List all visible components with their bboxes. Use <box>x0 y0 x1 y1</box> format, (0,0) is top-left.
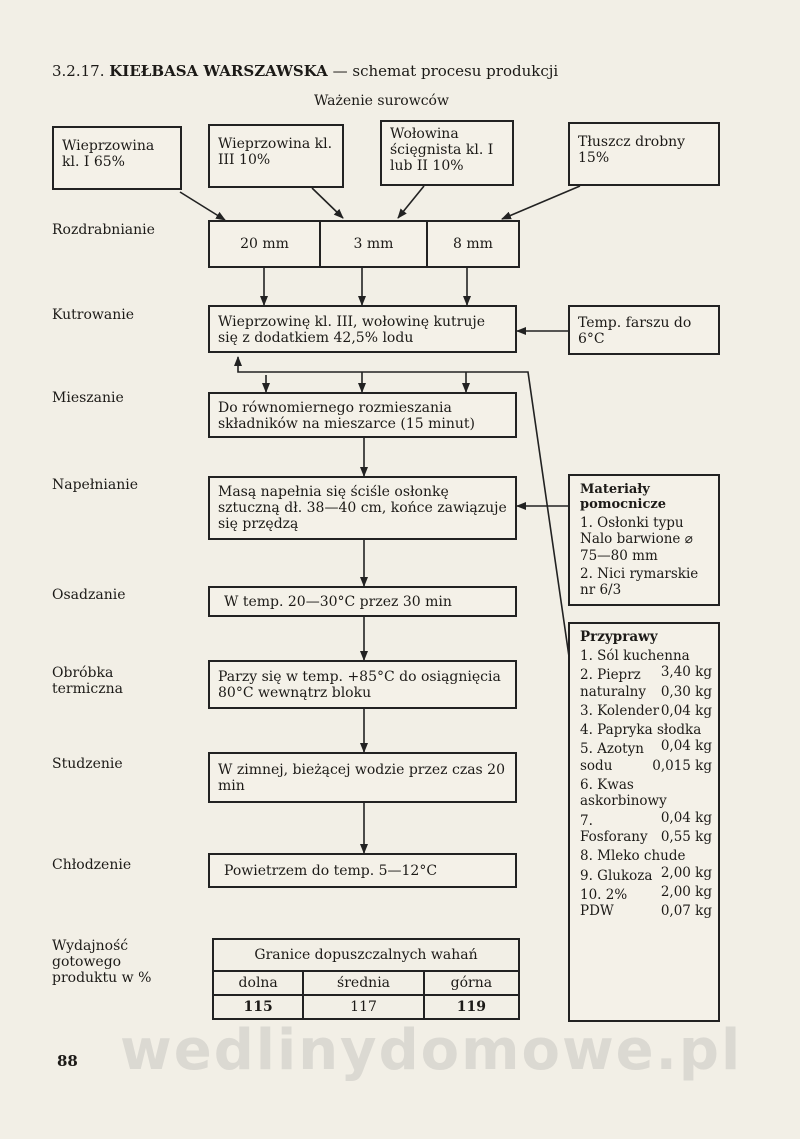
aux-materials-box: Materiały pomocnicze 1. Osłonki typu Nal… <box>568 474 720 606</box>
grinding-cell: 3 mm <box>319 222 426 266</box>
spice-item: 9. Glukoza 2,00 kg <box>580 867 712 900</box>
spice-name: 7. Fosforany <box>580 812 648 845</box>
filling-step-box: Masą napełnia się ściśle osłonkę sztuczn… <box>208 476 517 540</box>
arrow-raw2 <box>311 187 344 219</box>
spice-name: 8. Mleko chude <box>580 848 686 865</box>
spice-qty: 2,00 kg <box>660 883 712 900</box>
stage-label: Osadzanie <box>52 587 126 603</box>
yield-col-header: dolna <box>211 970 305 996</box>
yield-value: 119 <box>422 994 521 1020</box>
grinding-cell: 8 mm <box>426 222 518 266</box>
grinding-cell: 20 mm <box>240 236 289 252</box>
spice-item: 10. 2% PDW 0,07 kg <box>580 887 712 920</box>
arrow-raw1 <box>179 191 226 221</box>
cutting-step-box: Wieprzowinę kl. III, wołowinę kutruje si… <box>208 305 517 353</box>
yield-col-header: średnia <box>302 970 425 996</box>
spice-qty: 0,30 kg <box>660 683 712 700</box>
spice-name: 6. Kwas askorbinowy <box>580 777 667 810</box>
raw-material-box: Tłuszcz drobny 15% <box>568 122 720 186</box>
raw-material-box: Wołowina ścięgnista kl. I lub II 10% <box>380 120 514 186</box>
stage-label: Wydajność gotowego produktu w % <box>52 938 152 986</box>
stage-label: Studzenie <box>52 756 123 772</box>
spice-qty: 0,04 kg <box>660 738 712 755</box>
spice-qty: 0,015 kg <box>652 757 712 774</box>
spices-title: Przyprawy <box>580 629 658 645</box>
grinding-box: 20 mm 3 mm 8 mm <box>208 220 520 268</box>
stage-label: Mieszanie <box>52 390 124 406</box>
arrow-raw3 <box>397 185 425 219</box>
stage-label: Kutrowanie <box>52 307 135 323</box>
cutting-temp-box: Temp. farszu do 6°C <box>568 305 720 355</box>
raw-material-box: Wieprzowina kl. III 10% <box>208 124 344 188</box>
watermark: wedlinydomowe.pl <box>120 1018 743 1083</box>
spice-name: 9. Glukoza <box>580 867 653 884</box>
spice-qty: 0,04 kg <box>660 702 712 719</box>
raw-material-box: Wieprzowina kl. I 65% <box>52 126 182 190</box>
product-name: KIEŁBASA WARSZAWSKA <box>109 62 328 80</box>
yield-table-header: Granice dopuszczalnych wahań <box>212 938 520 972</box>
spice-item: 5. Azotyn sodu 0,015 kg <box>580 741 712 774</box>
yield-table: Granice dopuszczalnych wahań dolna średn… <box>211 938 521 1020</box>
aux-materials-title: Materiały pomocnicze <box>580 482 667 512</box>
spice-qty: 0,04 kg <box>660 809 712 826</box>
spice-qty: 2,00 kg <box>660 864 712 881</box>
spice-item: 2. Pieprz naturalny 0,30 kg <box>580 667 712 700</box>
stage-label: Napełnianie <box>52 477 139 493</box>
arrow-raw4 <box>501 185 581 220</box>
arrow-spices-bypass <box>234 356 581 734</box>
spice-name: 1. Sól kuchenna <box>580 648 690 664</box>
page-number: 88 <box>57 1052 78 1070</box>
title-rest: — schemat procesu produkcji <box>332 62 559 80</box>
yield-value: 117 <box>302 994 425 1020</box>
spice-item: 7. Fosforany 0,55 kg <box>580 813 712 846</box>
yield-value: 115 <box>211 994 305 1020</box>
spice-name: 5. Azotyn sodu <box>580 741 644 774</box>
aux-item: 2. Nici rymarskie nr 6/3 <box>580 565 699 599</box>
chilling-step-box: Powietrzem do temp. 5—12°C <box>208 853 517 888</box>
spice-qty: 0,07 kg <box>660 903 712 920</box>
page-title: 3.2.17. KIEŁBASA WARSZAWSKA — schemat pr… <box>52 62 558 80</box>
section-number: 3.2.17. <box>52 62 105 80</box>
spice-qty: 3,40 kg <box>660 664 712 681</box>
spice-name: 4. Papryka słodka <box>580 722 702 739</box>
spice-name: 10. 2% PDW <box>580 886 628 920</box>
weighing-header: Ważenie surowców <box>314 93 449 109</box>
thermal-step-box: Parzy się w temp. +85°C do osiągnięcia 8… <box>208 660 517 709</box>
stage-label: Rozdrabnianie <box>52 222 155 238</box>
settling-step-box: W temp. 20—30°C przez 30 min <box>208 586 517 617</box>
mixing-step-box: Do równomiernego rozmieszania składników… <box>208 392 517 438</box>
yield-col-header: górna <box>422 970 521 996</box>
spice-name: 3. Kolender <box>580 702 660 719</box>
spice-qty: 0,55 kg <box>660 828 712 845</box>
aux-item: 1. Osłonki typu Nalo barwione ⌀ 75—80 mm <box>580 515 693 564</box>
stage-label: Chłodzenie <box>52 857 132 873</box>
spice-name: 2. Pieprz naturalny <box>580 667 647 700</box>
stage-label: Obróbka termiczna <box>52 665 123 697</box>
cooling-step-box: W zimnej, bieżącej wodzie przez czas 20 … <box>208 752 517 803</box>
